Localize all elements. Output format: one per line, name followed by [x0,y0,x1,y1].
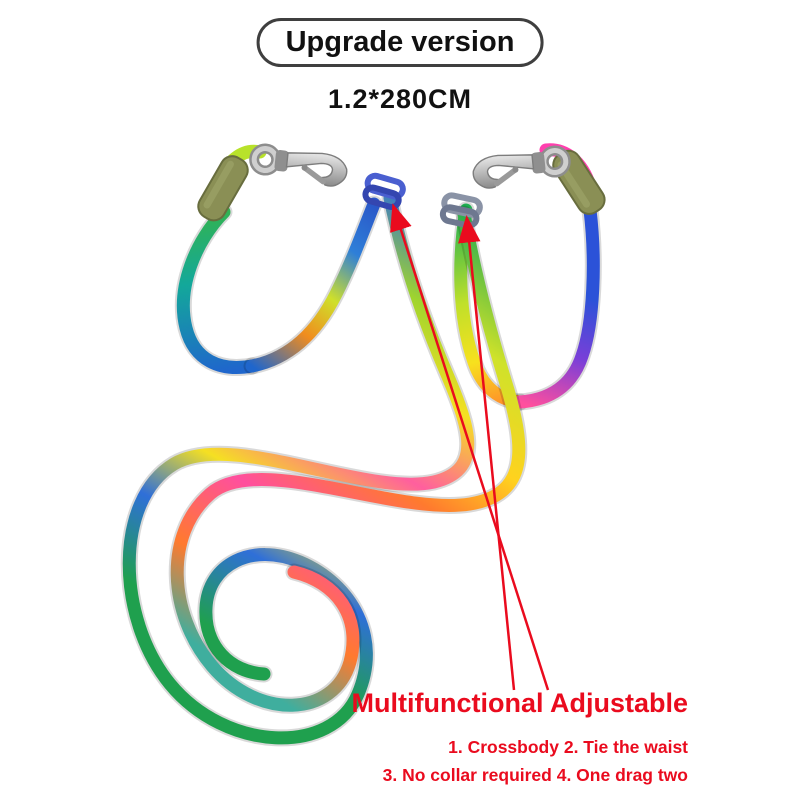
annotation-title: Multifunctional Adjustable [351,688,689,718]
right-snap-hook [472,145,571,189]
pointer-arrows [390,203,550,691]
left-rope-loop [174,195,383,376]
right-rope-loop [452,201,602,411]
upgrade-badge: Upgrade version [256,18,544,67]
annotation-line-2: 3. No collar required 4. One drag two [382,765,688,785]
annotation-line-1: 1. Crossbody 2. Tie the waist [448,737,688,757]
right-crimp-sleeve [552,149,606,215]
left-rope-slider [362,172,406,210]
left-crimp-sleeve [197,155,249,222]
right-rope-slider [439,192,483,229]
size-label: 1.2*280CM [327,84,473,114]
left-snap-hook [249,143,348,187]
annotation-block: Multifunctional Adjustable 1. Crossbody … [352,688,689,789]
long-leash-rope [120,189,528,747]
upgrade-badge-label: Upgrade version [285,26,515,58]
